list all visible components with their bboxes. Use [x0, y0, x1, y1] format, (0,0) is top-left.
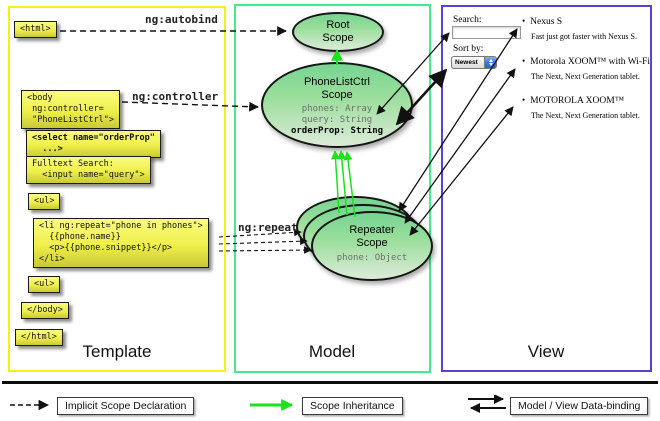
code-box-ul-open: <ul>: [28, 193, 61, 211]
phonelistctrl-scope-ellipse: PhoneListCtrl Scope phones: Array query:…: [261, 62, 413, 148]
code-box-li-repeat: <li ng:repeat="phone in phones"> {{phone…: [33, 218, 209, 269]
template-panel-label: Template: [82, 342, 152, 361]
legend-data-binding: Model / View Data-binding: [510, 397, 649, 415]
legend-scope-inheritance: Scope Inheritance: [302, 397, 403, 415]
phone-item-title: Motorola XOOM™ with Wi-Fi: [522, 56, 650, 67]
legend-implicit-scope: Implicit Scope Declaration: [57, 397, 195, 415]
data-binding-arrow-icon: [468, 395, 506, 413]
phone-item-title: MOTOROLA XOOM™: [522, 95, 624, 106]
sort-dropdown[interactable]: Newest: [451, 56, 497, 69]
search-input[interactable]: [452, 26, 521, 39]
search-label: Search:: [453, 15, 482, 25]
phonelistctrl-scope-name: PhoneListCtrl Scope: [303, 76, 371, 102]
ng-controller-label: ng:controller: [132, 90, 219, 103]
phonelist-prop-phones: phones: Array: [301, 104, 373, 115]
phonelist-prop-query: query: String: [301, 115, 373, 126]
ng-autobind-label: ng:autobind: [145, 13, 218, 26]
scope-inheritance-arrow-icon: [250, 399, 294, 411]
phone-item-desc: The Next, Next Generation tablet.: [531, 72, 640, 81]
repeater-scope-ellipse-front: Repeater Scope phone: Object: [311, 211, 433, 281]
implicit-scope-arrow-icon: [10, 399, 50, 411]
code-box-html-open: <html>: [14, 21, 57, 39]
repeater-scope-name: Repeater Scope: [349, 224, 395, 250]
phone-item-desc: The Next, Next Generation tablet.: [531, 111, 640, 120]
phone-item-desc: Fast just got faster with Nexus S.: [531, 32, 637, 41]
sort-dropdown-value: Newest: [455, 59, 478, 66]
code-box-ul-close: <ul>: [28, 276, 61, 294]
code-box-body-close: </body>: [21, 302, 69, 320]
code-box-select: <select name="orderProp" ...>: [26, 130, 161, 159]
legend-divider: [2, 381, 658, 384]
phonelist-prop-orderprop: orderProp: String: [290, 125, 384, 136]
ng-repeat-label: ng:repeat: [238, 221, 298, 234]
view-panel-label: View: [527, 342, 565, 361]
sort-by-label: Sort by:: [453, 44, 484, 54]
model-panel: [234, 4, 431, 373]
root-scope-name: Root Scope: [322, 18, 354, 44]
phone-item-title: Nexus S: [522, 16, 562, 27]
dropdown-stepper-icon: [484, 57, 496, 68]
code-box-fulltext-search: Fulltext Search: <input name="query">: [26, 156, 151, 185]
repeater-prop-phone: phone: Object: [336, 253, 408, 264]
code-box-body-open: <body ng:controller= "PhoneListCtrl">: [21, 90, 120, 130]
root-scope-ellipse: Root Scope: [292, 12, 384, 52]
code-box-html-close: </html>: [15, 329, 63, 347]
model-panel-label: Model: [308, 342, 356, 361]
